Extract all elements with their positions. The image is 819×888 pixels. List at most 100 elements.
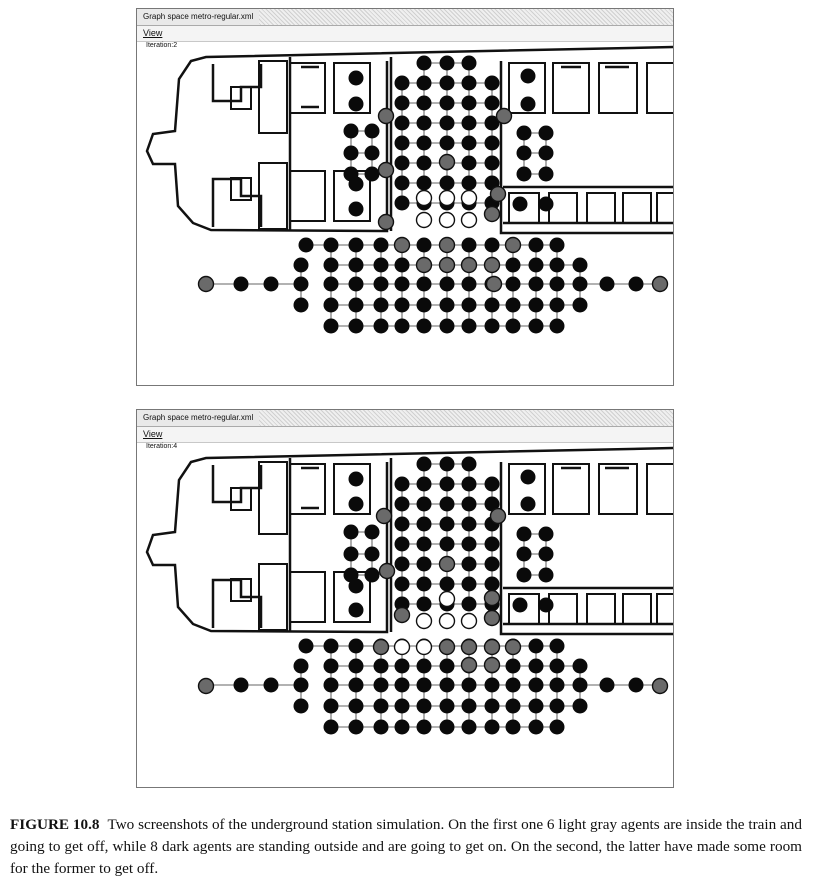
agent-black (373, 318, 389, 334)
agent-black (394, 175, 410, 191)
agent-black (549, 677, 565, 693)
train-outline (211, 177, 263, 227)
agent-dark-gray (460, 256, 478, 274)
agent-black (505, 658, 521, 674)
agent-black (439, 677, 455, 693)
agent-black (394, 155, 410, 171)
agent-black (505, 677, 521, 693)
agent-black (461, 318, 477, 334)
train-seat (622, 192, 652, 224)
graph-nodes (197, 55, 669, 334)
agent-black (233, 276, 249, 292)
agent-black (394, 536, 410, 552)
agent-black (505, 719, 521, 735)
agent-dark-gray (372, 638, 390, 656)
agent-black (538, 125, 554, 141)
train-seat (548, 192, 578, 224)
agent-black (516, 546, 532, 562)
agent-black (505, 318, 521, 334)
agent-dark-gray (651, 275, 669, 293)
agent-black (348, 677, 364, 693)
agent-black (484, 536, 500, 552)
agent-black (343, 524, 359, 540)
agent-dark-gray (460, 656, 478, 674)
window-titlebar[interactable]: Graph space metro-regular.xml (137, 9, 673, 26)
agent-black (394, 476, 410, 492)
agent-black (348, 638, 364, 654)
agent-black (528, 276, 544, 292)
agent-black (416, 276, 432, 292)
screenshot-iteration-4: Graph space metro-regular.xml View Itera… (136, 409, 674, 788)
agent-black (572, 257, 588, 273)
train-seat (289, 571, 326, 623)
simulation-canvas[interactable] (137, 410, 674, 788)
agent-black (323, 719, 339, 735)
agent-black (549, 297, 565, 313)
agent-light (460, 189, 478, 207)
menu-view[interactable]: View (143, 28, 163, 38)
agent-black (348, 297, 364, 313)
agent-black (348, 201, 364, 217)
agent-black (461, 276, 477, 292)
agent-dark-gray (438, 638, 456, 656)
agent-black (461, 516, 477, 532)
cab-partition (258, 60, 288, 134)
train-seat (622, 593, 652, 625)
agent-light (438, 189, 456, 207)
agent-light (415, 612, 433, 630)
agent-black (373, 698, 389, 714)
figure-caption-text: Two screenshots of the underground stati… (10, 816, 802, 877)
window-title: Graph space metro-regular.xml (137, 9, 260, 25)
agent-black (484, 476, 500, 492)
train-seat (508, 593, 540, 625)
agent-black (348, 496, 364, 512)
agent-black (461, 536, 477, 552)
agent-black (572, 276, 588, 292)
agent-black (416, 297, 432, 313)
agent-black (505, 276, 521, 292)
agent-black (516, 125, 532, 141)
agent-dark-gray (197, 275, 215, 293)
agent-black (528, 257, 544, 273)
train-seat (646, 463, 673, 515)
train-seat (552, 62, 590, 114)
agent-dark-gray (438, 555, 456, 573)
window-titlebar[interactable]: Graph space metro-regular.xml (137, 410, 673, 427)
agent-black (348, 602, 364, 618)
agent-light (438, 612, 456, 630)
agent-black (439, 55, 455, 71)
cab-partition (258, 461, 288, 535)
agent-black (538, 567, 554, 583)
agent-dark-gray (483, 609, 501, 627)
agent-black (572, 677, 588, 693)
agent-black (416, 677, 432, 693)
menu-view[interactable]: View (143, 429, 163, 439)
agent-black (520, 469, 536, 485)
agent-black (364, 145, 380, 161)
agent-black (394, 135, 410, 151)
agent-black (484, 556, 500, 572)
agent-black (516, 567, 532, 583)
agent-black (538, 166, 554, 182)
agent-black (484, 698, 500, 714)
agent-dark-gray (489, 507, 507, 525)
agent-black (394, 556, 410, 572)
agent-dark-gray (504, 638, 522, 656)
agent-light (393, 638, 411, 656)
cab-panel (230, 86, 252, 110)
simulation-canvas[interactable] (137, 9, 674, 386)
agent-black (512, 196, 528, 212)
train-seat (289, 62, 326, 114)
agent-black (394, 658, 410, 674)
agent-black (505, 297, 521, 313)
agent-black (628, 677, 644, 693)
agent-black (484, 95, 500, 111)
agent-black (549, 237, 565, 253)
agent-black (516, 526, 532, 542)
agent-black (461, 175, 477, 191)
agent-dark-gray (393, 236, 411, 254)
agent-black (416, 55, 432, 71)
agent-black (348, 176, 364, 192)
train-seat (598, 62, 638, 114)
agent-black (549, 719, 565, 735)
